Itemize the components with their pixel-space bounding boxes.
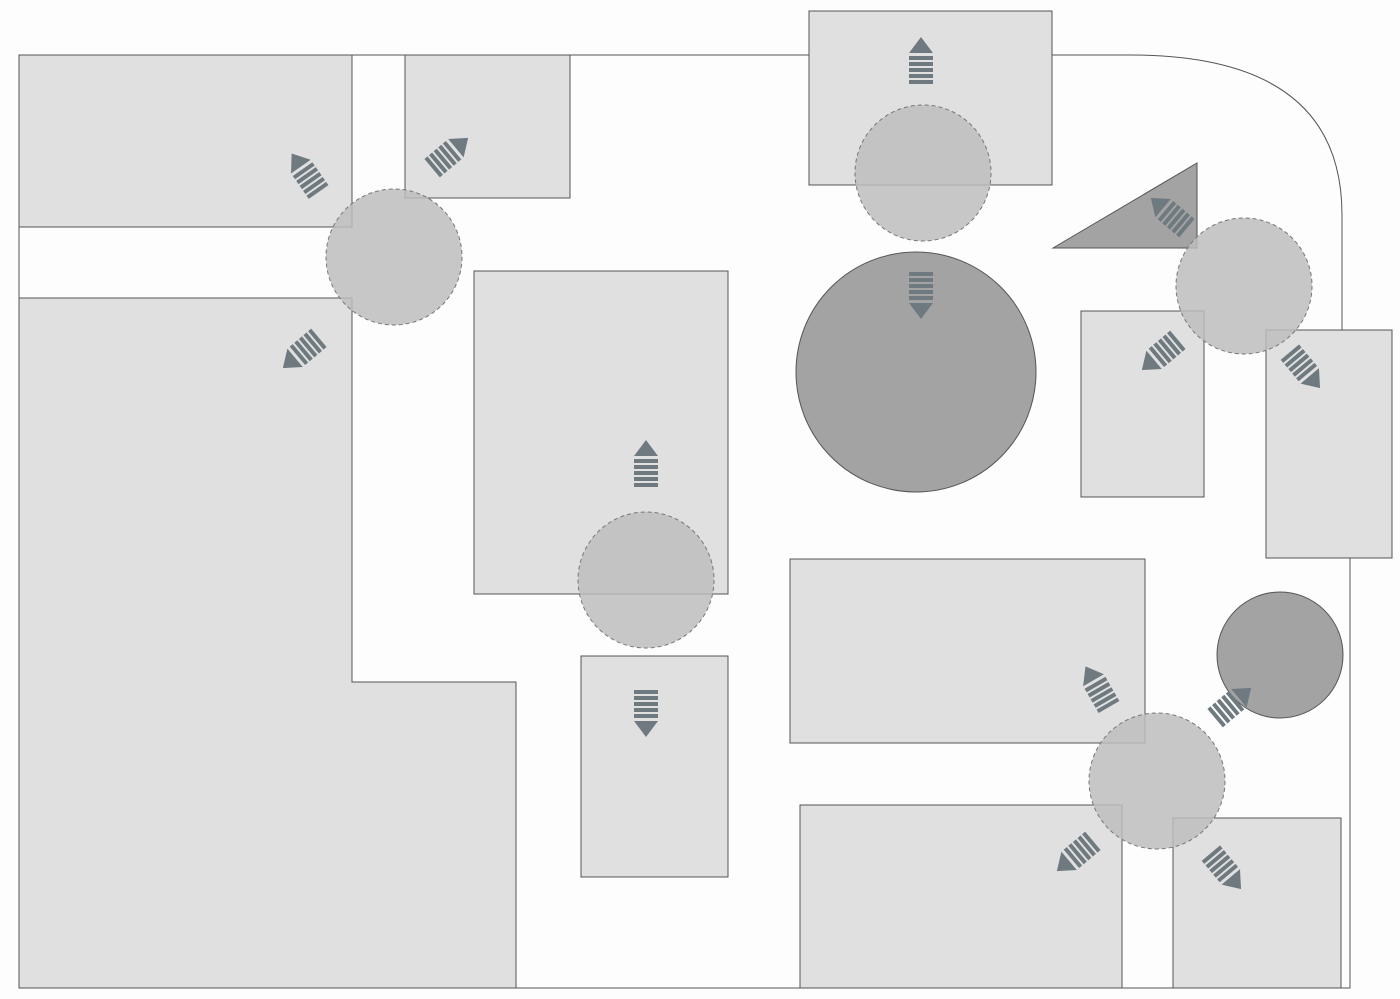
block-right-small — [1080, 310, 1205, 498]
triangle-feature — [1051, 162, 1198, 249]
block-middle-wide — [789, 558, 1146, 744]
block-bottom-center — [799, 804, 1123, 989]
large-round-feature — [795, 251, 1037, 493]
circulation-node-icon — [325, 188, 463, 326]
block-right-edge — [1265, 329, 1393, 559]
block-bottom-right — [1172, 817, 1342, 989]
circulation-node-icon — [854, 104, 992, 242]
block-top-small — [404, 54, 571, 199]
circulation-node-icon — [1088, 712, 1226, 850]
circulation-node-icon — [577, 511, 715, 649]
small-round-feature — [1216, 591, 1344, 719]
block-center-lower — [580, 655, 729, 878]
block-top-left — [18, 54, 353, 228]
circulation-node-icon — [1175, 217, 1313, 355]
